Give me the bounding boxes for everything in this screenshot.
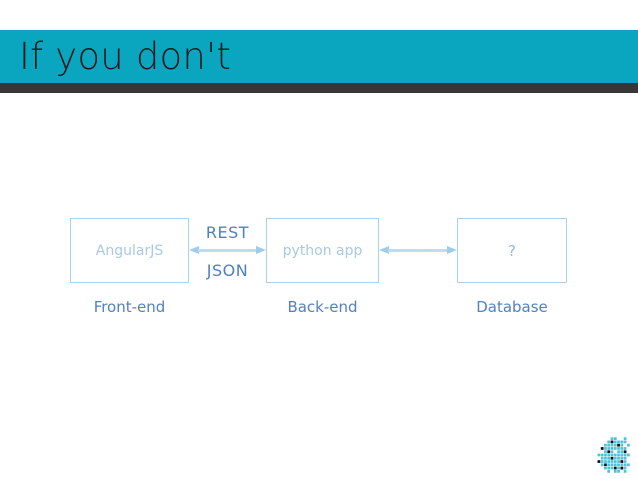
arrow-head-left-icon xyxy=(189,246,199,254)
node-label-database: ? xyxy=(508,241,516,260)
pixel-mosaic-logo xyxy=(597,437,630,473)
node-box-frontend: AngularJS xyxy=(70,218,189,283)
node-box-backend: python app xyxy=(266,218,379,283)
arrow-frontend-backend xyxy=(189,246,266,255)
tier-caption-database: Database xyxy=(476,298,548,316)
header-band xyxy=(0,30,638,83)
node-label-backend: python app xyxy=(282,242,363,259)
header-divider-rule xyxy=(0,83,638,93)
tier-caption-frontend: Front-end xyxy=(93,298,166,316)
protocol-label-json: JSON xyxy=(206,261,249,280)
arrow-backend-database xyxy=(379,246,457,255)
arrow-shaft xyxy=(198,249,257,252)
node-label-frontend: AngularJS xyxy=(95,242,164,259)
arrow-head-right-icon xyxy=(256,246,266,254)
architecture-diagram: AngularJS REST JSON python app ? Front-e… xyxy=(0,190,638,330)
arrow-head-right-icon xyxy=(447,246,457,254)
arrow-head-left-icon xyxy=(379,246,389,254)
tier-caption-backend: Back-end xyxy=(287,298,358,316)
node-box-database: ? xyxy=(457,218,567,283)
arrow-shaft xyxy=(388,249,448,252)
protocol-label-rest: REST xyxy=(205,223,250,242)
page-title: If you don't xyxy=(19,35,232,78)
